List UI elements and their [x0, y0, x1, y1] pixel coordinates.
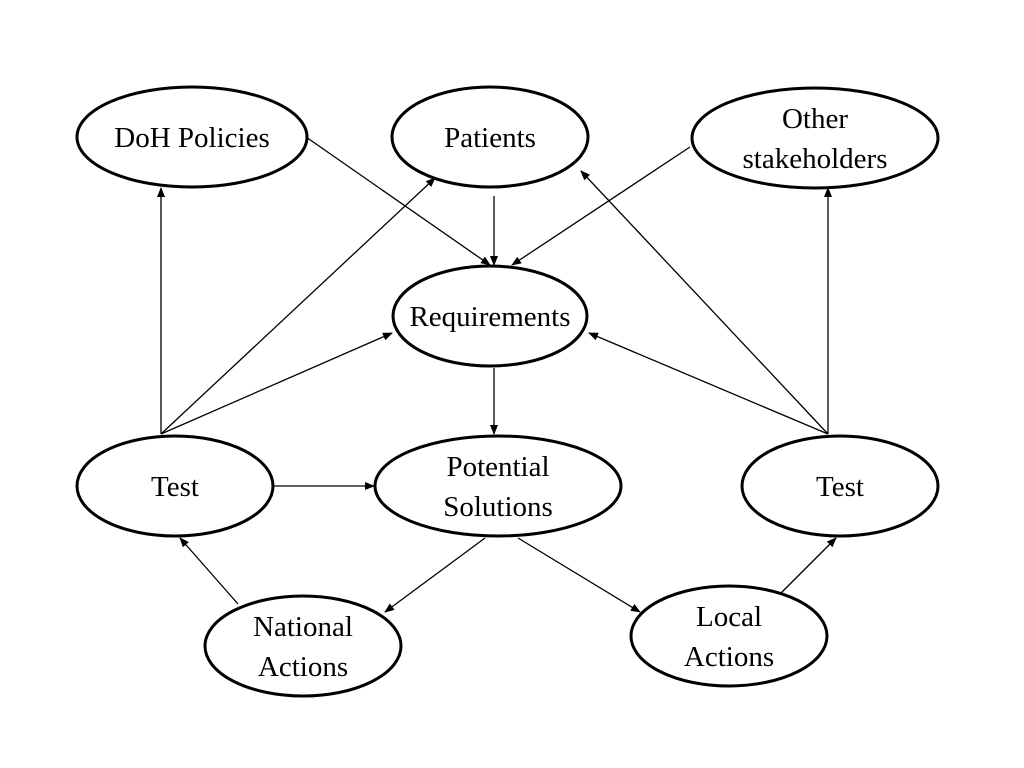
arrow-solutions-to-local	[517, 537, 641, 613]
node-label: Test	[151, 471, 199, 503]
node-test-right: Test	[740, 434, 940, 538]
arrow-local-to-test-right	[777, 537, 837, 597]
node-label: Local	[696, 601, 762, 633]
node-ellipse	[373, 434, 623, 538]
node-ellipse	[390, 85, 590, 189]
node-label: Solutions	[443, 491, 553, 523]
node-requirements: Requirements	[391, 264, 589, 368]
node-ellipse	[629, 584, 829, 688]
arrow-doh-to-requirements	[305, 136, 491, 266]
arrow-test-right-to-patients	[580, 170, 829, 435]
node-label: stakeholders	[743, 143, 888, 175]
arrow-test-left-to-requirements	[160, 332, 393, 435]
node-label: Actions	[258, 651, 348, 683]
arrow-test-left-to-patients	[160, 177, 436, 435]
node-label: National	[253, 611, 353, 643]
arrow-national-to-test-left	[179, 537, 239, 605]
node-ellipse	[391, 264, 589, 368]
node-patients: Patients	[390, 85, 590, 189]
node-label: Other	[782, 103, 848, 135]
arrow-other-to-requirements	[511, 146, 691, 266]
node-label: Requirements	[409, 301, 570, 333]
node-label: DoH Policies	[114, 122, 269, 154]
node-doh: DoH Policies	[75, 85, 309, 189]
node-label: Potential	[446, 451, 549, 483]
edges-layer	[157, 136, 837, 613]
node-label: Test	[816, 471, 864, 503]
node-test-left: Test	[75, 434, 275, 538]
node-label: Actions	[684, 641, 774, 673]
node-ellipse	[75, 85, 309, 189]
nodes-layer: DoH Policies Patients Other stakeholdersReq…	[75, 85, 940, 698]
arrow-solutions-to-national	[384, 537, 486, 613]
node-ellipse	[75, 434, 275, 538]
node-ellipse	[690, 86, 940, 190]
node-ellipse	[740, 434, 940, 538]
node-ellipse	[203, 594, 403, 698]
node-other: Other stakeholders	[690, 86, 940, 190]
arrow-test-right-to-requirements	[588, 332, 829, 435]
node-label: Patients	[444, 122, 536, 154]
